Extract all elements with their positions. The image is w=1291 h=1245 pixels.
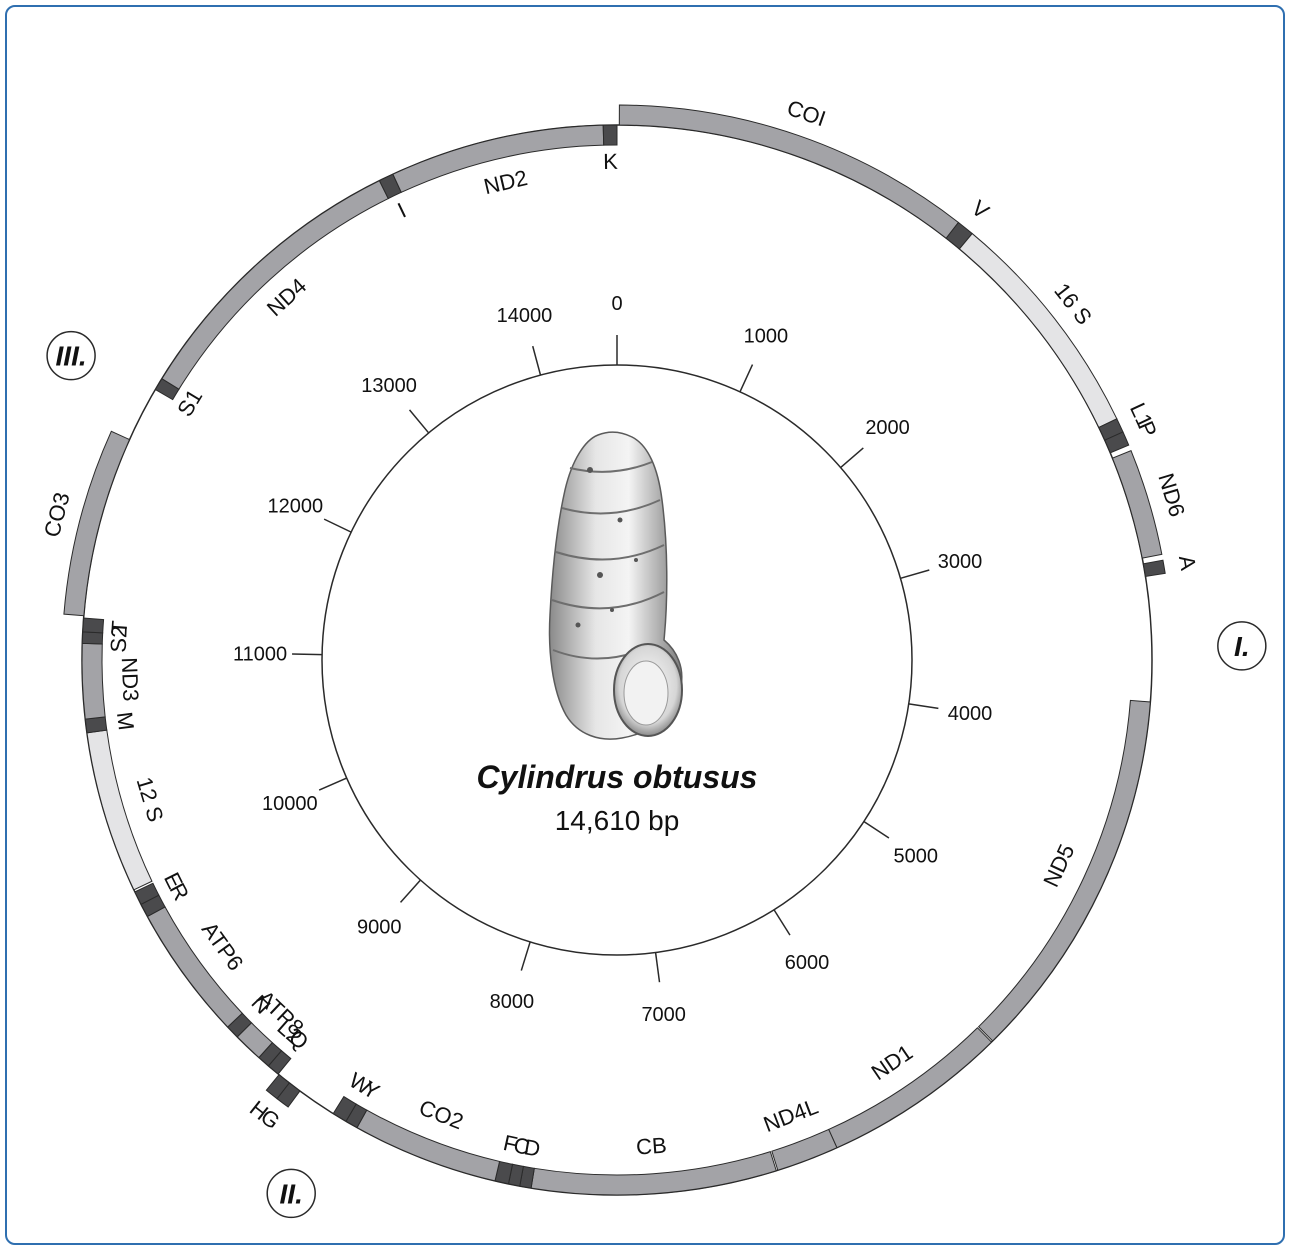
gene-coi [619,105,958,238]
scale-tick [774,910,790,935]
species-name: Cylindrus obtusus [477,759,758,795]
region-marker-label: I. [1234,631,1250,662]
scale-tick [864,822,889,838]
scale-tick [533,346,541,375]
genome-size: 14,610 bp [555,805,680,836]
gene-label-a: A [1174,553,1201,572]
scale-tick-label: 4000 [948,703,993,725]
scale-tick-label: 5000 [893,845,938,867]
gene-label-v: V [967,195,994,224]
scale-tick [909,704,939,708]
gene-nd4 [162,181,388,390]
scale-tick [841,448,864,468]
scale-tick-label: 11000 [233,643,287,665]
scale-tick [324,519,351,532]
region-marker-label: II. [280,1178,303,1209]
scale-tick-label: 13000 [361,375,417,397]
gene-label-cb: CB [635,1133,667,1160]
gene-nd3 [82,643,105,719]
scale-tick-label: 3000 [938,551,983,573]
scale-tick-label: 6000 [785,952,830,974]
scale-tick [401,880,421,902]
scale-tick-label: 14000 [497,305,553,327]
scale-tick-label: 1000 [744,326,789,348]
scale-tick [292,654,322,655]
gene-label-atp6: ATP6 [197,917,249,975]
gene-t [83,618,104,633]
gene-m [85,717,107,733]
scale-tick [319,778,346,790]
region-marker-label: III. [56,341,87,372]
scale-tick-label: 7000 [641,1004,686,1026]
scale-tick [410,410,429,433]
gene-s2 [82,632,102,644]
gene-label-nd2: ND2 [481,165,530,199]
scale-tick-label: 8000 [490,991,535,1013]
gene-label-t: T [106,620,132,635]
gene-label-coi: COI [784,95,829,131]
scale-tick [521,942,530,971]
gene-label-nd3: ND3 [117,657,144,702]
scale-tick [656,952,660,982]
scale-tick [740,365,753,392]
gene-nd6 [1112,451,1161,559]
gene-label-co2: CO2 [416,1095,467,1135]
gene-label-nd1: ND1 [867,1040,917,1085]
gene-nd1 [829,1028,992,1148]
scale-tick-label: 9000 [357,916,402,938]
gene-label-co3: CO3 [39,490,75,540]
snail-shell-photo [550,432,682,739]
gene-label-m: M [112,710,139,731]
gene-label-nd5: ND5 [1038,840,1079,890]
scale-tick [900,570,929,578]
gene-label-nd4l: ND4L [760,1094,821,1137]
gene-co3 [64,431,130,615]
gene-label-i: I [394,198,410,223]
gene-nd4l [772,1129,837,1170]
gene-label-12s: 12 S [132,774,169,825]
gene-label-k: K [603,149,618,174]
scale-tick-label: 12000 [267,495,323,517]
gene-16s [959,234,1116,428]
scale-tick-label: 10000 [262,793,318,815]
gene-label-nd6: ND6 [1153,470,1190,519]
gene-a [1143,560,1165,576]
scale-tick-label: 2000 [865,417,910,439]
scale-tick-label: 0 [611,293,622,315]
gene-k [603,125,617,145]
